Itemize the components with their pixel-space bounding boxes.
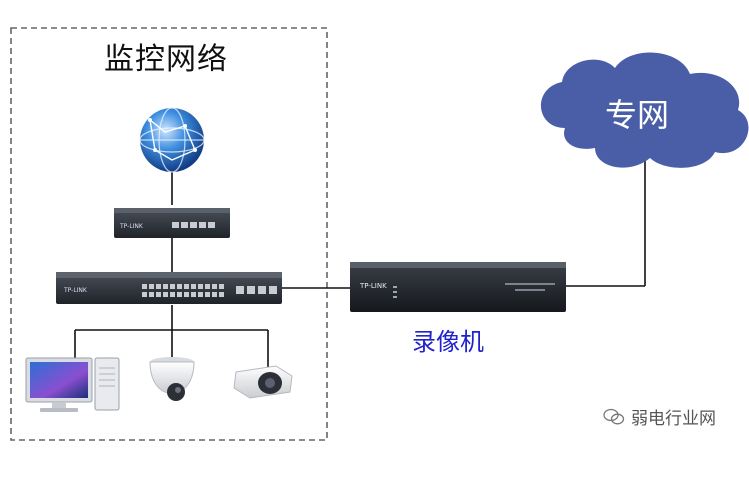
recorder-icon: TP-LINK [350,262,566,312]
dome-camera-icon [149,357,195,401]
recorder-label: 录像机 [412,328,484,356]
private-network-label: 专网 [605,96,670,134]
desktop-computer-icon [25,357,120,412]
router-icon: TP-LINK [114,208,230,238]
internet-globe-icon [139,107,205,173]
recorder-brand: TP-LINK [359,282,387,290]
bullet-camera-icon [233,365,293,399]
cloud-icon [540,52,749,168]
switch-brand: TP-LINK [63,287,88,294]
monitoring-network-title: 监控网络 [104,42,228,77]
watermark: 弱电行业网 [603,404,716,429]
wechat-icon [603,408,625,424]
router-brand: TP-LINK [119,223,144,230]
watermark-text: 弱电行业网 [631,409,716,429]
monitoring-region-border [10,27,328,441]
connection-lines [74,160,646,368]
switch-icon: TP-LINK [56,272,282,304]
